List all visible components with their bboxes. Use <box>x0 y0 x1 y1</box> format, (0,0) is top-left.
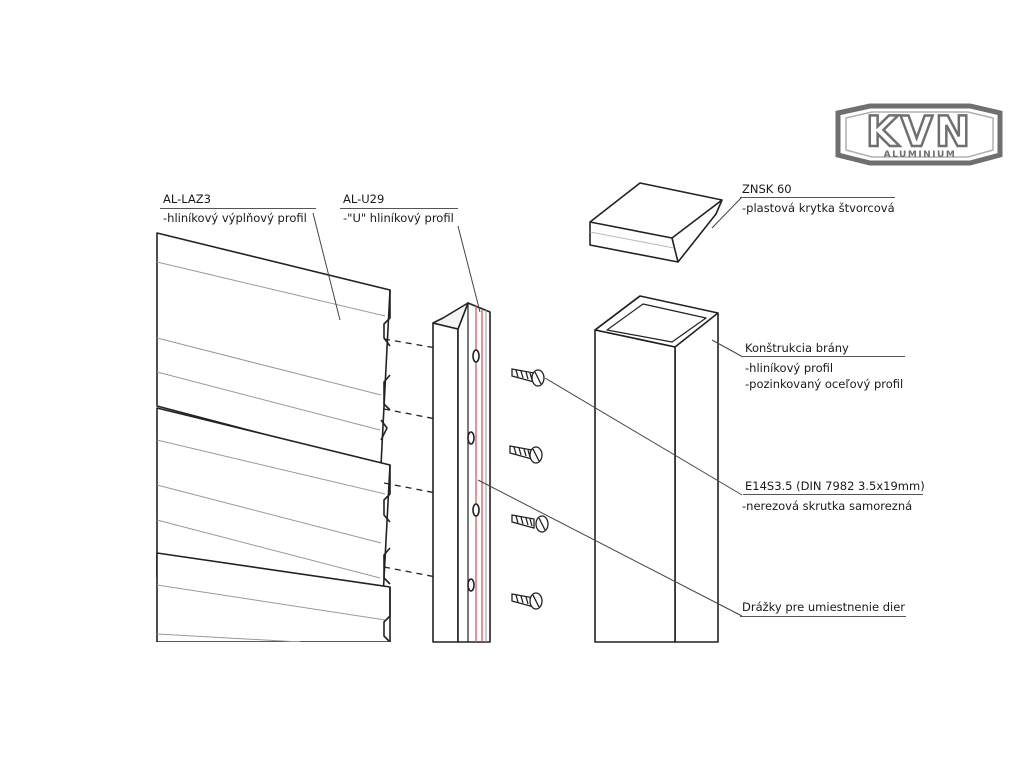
gate-code: Konštrukcia brány <box>745 341 849 355</box>
u29-underline <box>340 208 458 209</box>
laz3-profiles <box>156 232 391 643</box>
gate-underline <box>743 356 905 357</box>
logo-subtext: ALUMINIUM <box>884 150 957 160</box>
leader-u29 <box>457 225 481 313</box>
leader-screw <box>544 377 743 496</box>
crop-mask <box>150 642 450 682</box>
leader-laz3 <box>312 212 341 321</box>
screw-1 <box>511 368 545 387</box>
u29-profile <box>432 302 491 643</box>
logo-badge <box>835 103 1003 166</box>
screw-desc: -nerezová skrutka samorezná <box>742 499 913 513</box>
leader-znsk <box>711 196 743 229</box>
screws <box>509 368 549 610</box>
gate-desc-1: -hliníkový profil <box>745 361 834 375</box>
znsk-underline <box>740 197 895 198</box>
laz3-underline <box>160 208 316 209</box>
hole-3 <box>472 503 480 517</box>
znsk-code: ZNSK 60 <box>742 182 792 196</box>
screw-4 <box>511 592 543 610</box>
cap-body <box>589 182 723 263</box>
gate-desc-2: -pozinkovaný oceľový profil <box>745 377 904 391</box>
hole-2 <box>467 431 475 445</box>
laz3-code: AL-LAZ3 <box>163 192 211 206</box>
u29-code: AL-U29 <box>343 192 385 206</box>
screw-underline <box>743 494 923 495</box>
insertion-guides <box>383 338 437 578</box>
logo-text: KVN <box>866 107 972 156</box>
screw-2 <box>509 445 543 464</box>
gate-post <box>594 295 719 643</box>
leader-grooves <box>477 479 743 617</box>
hole-4 <box>467 578 475 592</box>
post-front-face <box>594 329 676 643</box>
logo-badge-inner <box>845 111 994 158</box>
laz3-desc: -hliníkový výplňový profil <box>163 211 307 225</box>
grooves-underline <box>740 616 906 617</box>
hole-1 <box>472 349 480 363</box>
grooves-code: Drážky pre umiestnenie dier <box>742 600 906 614</box>
znsk-cap <box>589 182 723 263</box>
znsk-desc: -plastová krytka štvorcová <box>742 201 895 215</box>
leader-lines <box>312 196 744 617</box>
leader-gate <box>711 339 744 358</box>
screw-code: E14S3.5 (DIN 7982 3.5x19mm) <box>745 479 925 493</box>
kvn-logo: KVN ALUMINIUM <box>835 103 1003 166</box>
u29-desc: -"U" hliníkový profil <box>343 211 454 225</box>
screw-3 <box>511 514 549 533</box>
u29-left-flange <box>432 322 459 643</box>
post-opening <box>606 303 707 343</box>
